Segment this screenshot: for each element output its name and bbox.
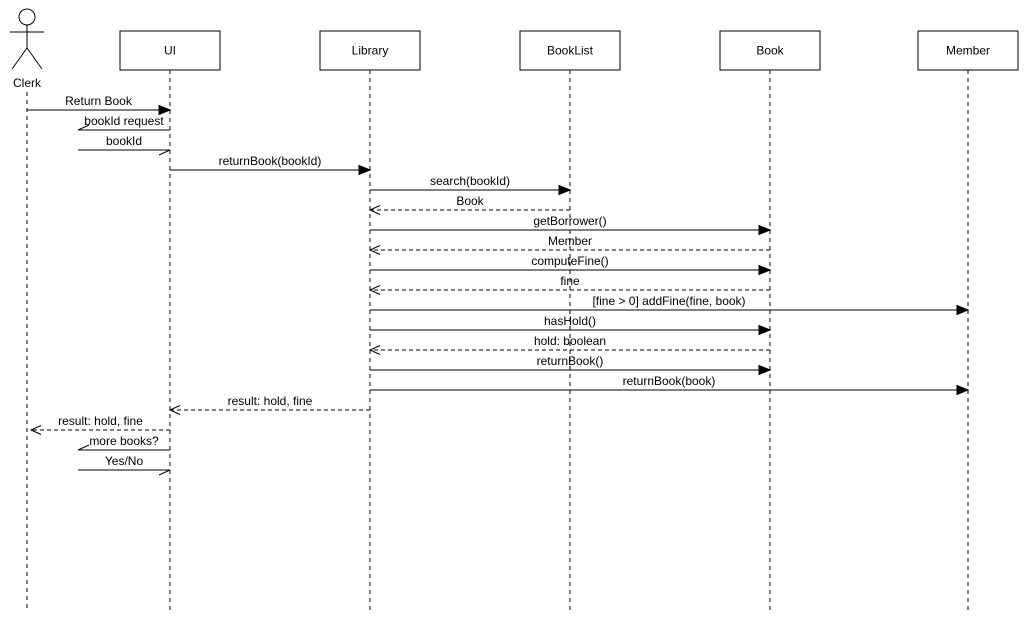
arrowhead-half-icon: [77, 124, 90, 131]
arrowhead-filled-icon: [956, 384, 970, 396]
lifeline-label-ui: UI: [164, 44, 176, 58]
arrowhead-open-icon: [368, 285, 381, 295]
arrowhead-open-icon: [29, 425, 42, 435]
arrowhead-open-icon: [368, 205, 381, 215]
arrowhead-open-icon: [368, 245, 381, 255]
arrowhead-filled-icon: [758, 264, 772, 276]
message-label-10: [fine > 0] addFine(fine, book): [592, 294, 745, 308]
message-label-17: more books?: [89, 434, 159, 448]
lifeline-box-ui: [119, 30, 221, 71]
arrowhead-open-icon: [368, 345, 381, 355]
message-label-7: Member: [548, 234, 592, 248]
actor-head-icon: [18, 8, 36, 26]
arrowhead-filled-icon: [758, 364, 772, 376]
message-label-5: Book: [456, 194, 484, 208]
arrowhead-filled-icon: [558, 184, 572, 196]
message-label-15: result: hold, fine: [228, 394, 313, 408]
message-label-2: bookId: [106, 134, 142, 148]
lifeline-box-member: [917, 30, 1019, 71]
arrowhead-half-icon: [158, 149, 171, 156]
message-label-1: bookId request: [84, 114, 164, 128]
message-label-12: hold: boolean: [534, 334, 606, 348]
arrowhead-half-icon: [158, 469, 171, 476]
message-label-6: getBorrower(): [533, 214, 606, 228]
message-label-14: returnBook(book): [623, 374, 716, 388]
lifeline-label-member: Member: [946, 44, 990, 58]
arrowhead-filled-icon: [956, 304, 970, 316]
actor-leg-left-icon: [11, 47, 28, 70]
message-label-0: Return Book: [65, 94, 133, 108]
message-label-9: fine: [560, 274, 580, 288]
arrowhead-open-icon: [168, 405, 181, 415]
message-label-8: computeFine(): [531, 254, 608, 268]
lifeline-label-booklist: BookList: [547, 44, 594, 58]
message-label-13: returnBook(): [537, 354, 604, 368]
lifeline-label-book: Book: [756, 44, 784, 58]
actor-label-clerk: Clerk: [13, 76, 42, 90]
arrowhead-half-icon: [77, 444, 90, 451]
arrowhead-filled-icon: [358, 164, 372, 176]
lifeline-label-library: Library: [352, 44, 389, 58]
actor-leg-right-icon: [26, 47, 43, 70]
message-label-4: search(bookId): [430, 174, 510, 188]
message-label-11: hasHold(): [544, 314, 596, 328]
message-label-18: Yes/No: [105, 454, 144, 468]
arrowhead-filled-icon: [158, 104, 172, 116]
message-label-3: returnBook(bookId): [219, 154, 322, 168]
arrowhead-filled-icon: [758, 224, 772, 236]
message-label-16: result: hold, fine: [58, 414, 143, 428]
lifeline-box-library: [319, 30, 421, 71]
arrowhead-filled-icon: [758, 324, 772, 336]
